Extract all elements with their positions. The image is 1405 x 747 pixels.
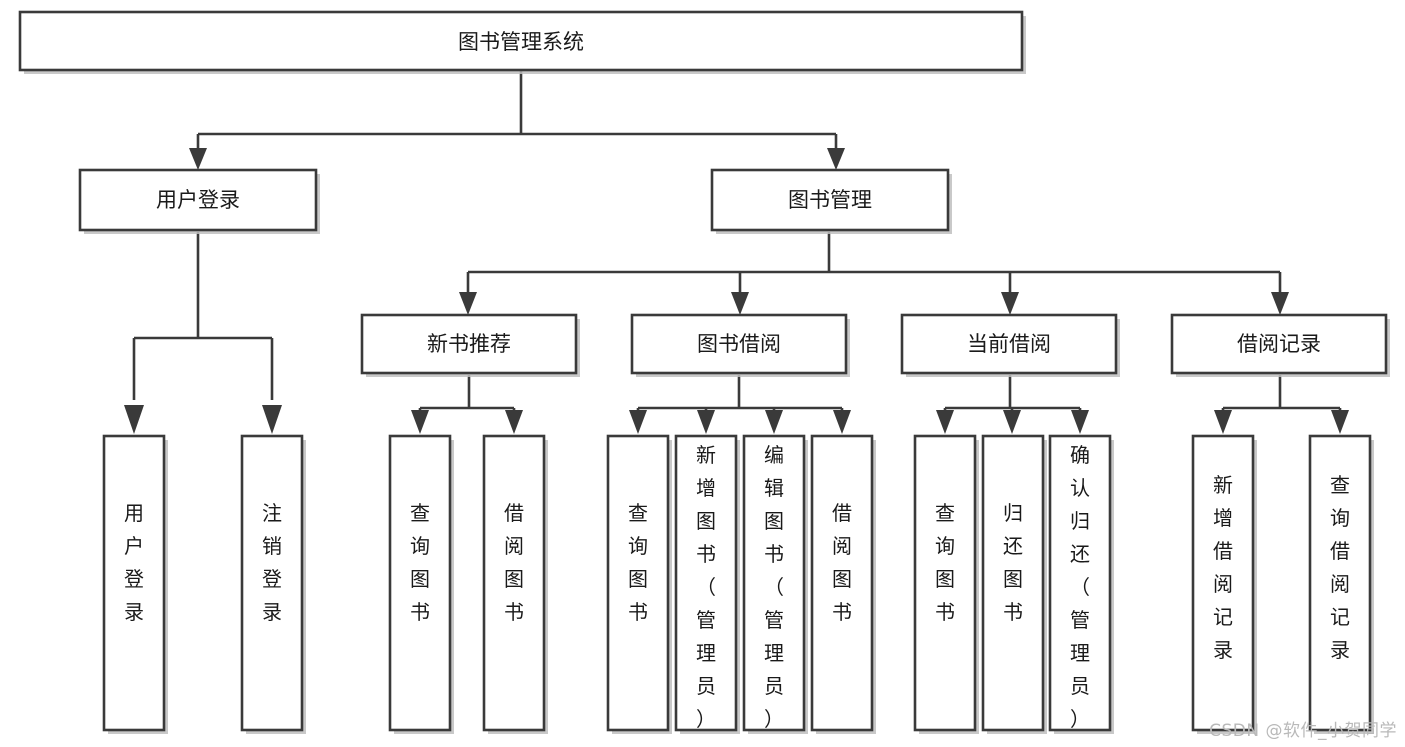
- node-leaf-logout[interactable]: 注销登录: [240, 434, 306, 734]
- arrowhead-leaf-return-book: [1003, 410, 1021, 434]
- node-book-borrow[interactable]: 图书借阅: [630, 313, 850, 377]
- node-label-leaf-query-book-a: 查询图书: [410, 501, 430, 624]
- node-label-leaf-user-login: 用户登录: [124, 501, 144, 624]
- node-label-leaf-logout: 注销登录: [262, 501, 282, 624]
- arrowhead-leaf-query-book-b: [629, 410, 647, 434]
- arrowhead-leaf-logout: [262, 405, 282, 434]
- arrowhead-to-book-management: [827, 148, 845, 170]
- node-new-book-recommend[interactable]: 新书推荐: [360, 313, 580, 377]
- node-leaf-query-book-b[interactable]: 查询图书: [606, 434, 672, 734]
- node-label-leaf-confirm-return-admin: 确认归还（管理员）: [1070, 443, 1090, 731]
- arrowhead-to-borrow-record: [1271, 292, 1289, 315]
- node-user-login[interactable]: 用户登录: [78, 168, 320, 234]
- node-book-management[interactable]: 图书管理: [710, 168, 952, 234]
- node-label-system-root: 图书管理系统: [458, 30, 584, 54]
- node-leaf-user-login[interactable]: 用户登录: [102, 434, 168, 734]
- node-leaf-query-borrow-record[interactable]: 查询借阅记录: [1308, 434, 1374, 734]
- node-leaf-add-book-admin[interactable]: 新增图书（管理员）: [674, 434, 740, 734]
- csdn-watermark: CSDN @软件_小贺同学: [1209, 721, 1397, 741]
- arrowhead-leaf-query-book-c: [936, 410, 954, 434]
- node-leaf-return-book[interactable]: 归还图书: [981, 434, 1047, 734]
- node-leaf-query-book-a[interactable]: 查询图书: [388, 434, 454, 734]
- node-label-new-book-recommend: 新书推荐: [427, 332, 511, 356]
- arrowhead-leaf-edit-book: [765, 410, 783, 434]
- node-label-leaf-add-borrow-record: 新增借阅记录: [1213, 473, 1233, 662]
- edge-layer: [124, 70, 1349, 434]
- arrowhead-leaf-borrow-book-b: [833, 410, 851, 434]
- node-label-leaf-query-book-b: 查询图书: [628, 501, 648, 624]
- arrowhead-leaf-query-book-a: [411, 410, 429, 434]
- arrowhead-leaf-user-login: [124, 405, 144, 434]
- node-current-borrow[interactable]: 当前借阅: [900, 313, 1120, 377]
- node-leaf-add-borrow-record[interactable]: 新增借阅记录: [1191, 434, 1257, 734]
- node-leaf-borrow-book-a[interactable]: 借阅图书: [482, 434, 548, 734]
- node-system-root[interactable]: 图书管理系统: [18, 10, 1026, 74]
- arrowhead-to-new-book-recommend: [459, 292, 477, 315]
- arrowhead-leaf-query-record: [1331, 410, 1349, 434]
- node-borrow-record[interactable]: 借阅记录: [1170, 313, 1390, 377]
- arrowhead-to-book-borrow: [731, 292, 749, 315]
- node-label-leaf-borrow-book-b: 借阅图书: [832, 501, 852, 624]
- node-label-book-management: 图书管理: [788, 188, 872, 212]
- node-label-leaf-query-book-c: 查询图书: [935, 501, 955, 624]
- arrowhead-to-user-login: [189, 148, 207, 170]
- arrowhead-leaf-confirm-return: [1071, 410, 1089, 434]
- node-label-leaf-borrow-book-a: 借阅图书: [504, 501, 524, 624]
- node-label-leaf-add-book-admin: 新增图书（管理员）: [696, 443, 716, 731]
- node-leaf-confirm-return-admin[interactable]: 确认归还（管理员）: [1048, 434, 1114, 734]
- arrowhead-leaf-borrow-book-a: [505, 410, 523, 434]
- arrowhead-to-current-borrow: [1001, 292, 1019, 315]
- node-label-leaf-edit-book-admin: 编辑图书（管理员）: [764, 443, 784, 731]
- node-leaf-borrow-book-b[interactable]: 借阅图书: [810, 434, 876, 734]
- node-label-borrow-record: 借阅记录: [1237, 332, 1321, 356]
- node-label-leaf-query-borrow-record: 查询借阅记录: [1330, 473, 1350, 662]
- node-label-current-borrow: 当前借阅: [967, 332, 1051, 356]
- node-leaf-edit-book-admin[interactable]: 编辑图书（管理员）: [742, 434, 808, 734]
- arrowhead-leaf-add-book: [697, 410, 715, 434]
- arrowhead-leaf-add-record: [1214, 410, 1232, 434]
- node-label-book-borrow: 图书借阅: [697, 332, 781, 356]
- node-label-user-login: 用户登录: [156, 188, 240, 212]
- node-leaf-query-book-c[interactable]: 查询图书: [913, 434, 979, 734]
- node-label-leaf-return-book: 归还图书: [1003, 501, 1023, 624]
